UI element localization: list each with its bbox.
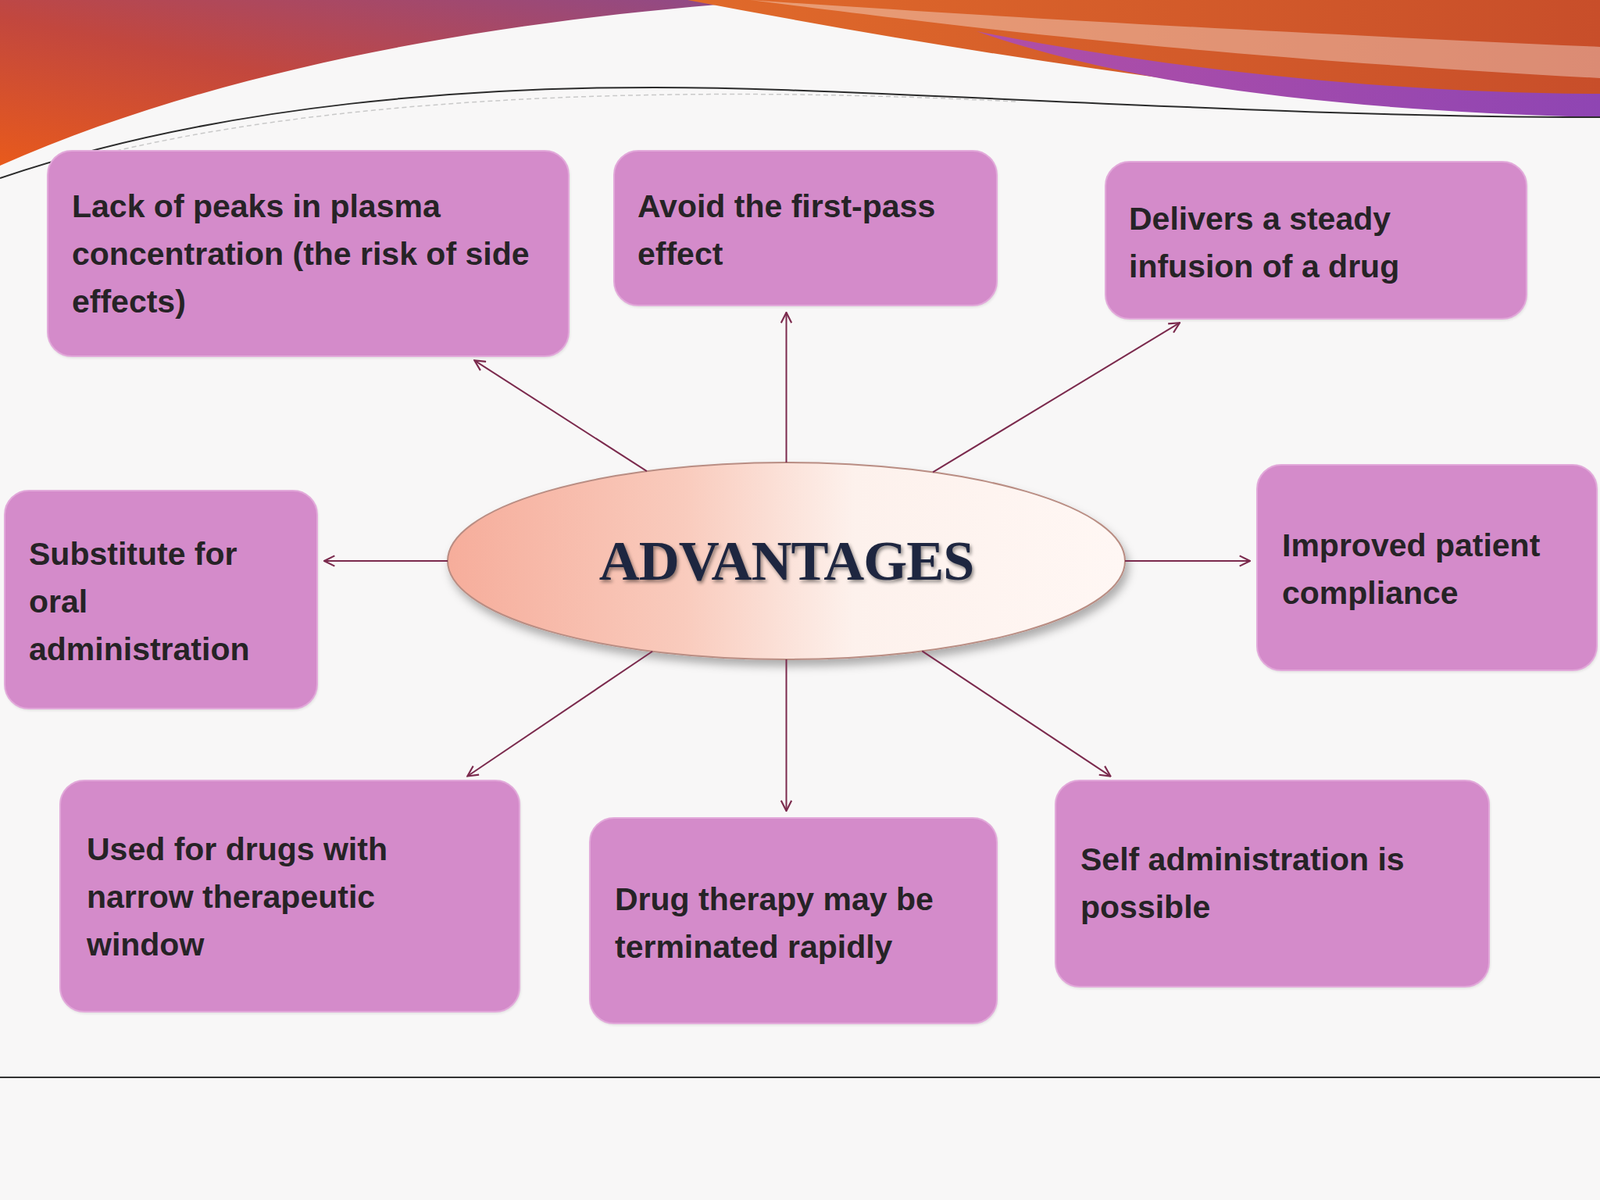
advantage-text: Avoid the first-pass effect [637, 182, 982, 279]
advantage-box: Improved patient compliance [1256, 464, 1598, 672]
header-swoosh [687, 0, 1600, 118]
advantage-text: Substitute for oral administration [28, 530, 279, 674]
advantage-text: Self administration is possible [1080, 835, 1440, 932]
arrow-connector [785, 659, 788, 811]
header-line [93, 94, 1016, 157]
advantage-text: Used for drugs with narrow therapeutic w… [86, 825, 439, 969]
footer-rule [0, 1076, 1600, 1079]
arrow-connector [932, 322, 1180, 472]
central-title: ADVANTAGES [446, 460, 1127, 661]
advantage-box: Self administration is possible [1054, 779, 1490, 988]
advantage-text: Delivers a steady infusion of a drug [1128, 195, 1473, 291]
advantage-text: Drug therapy may be terminated rapidly [614, 875, 959, 972]
arrow-connector [474, 360, 647, 472]
arrow-connector [921, 650, 1111, 776]
advantage-box: Used for drugs with narrow therapeutic w… [59, 779, 521, 1013]
advantage-box: Avoid the first-pass effect [613, 150, 998, 307]
header-swoosh [976, 31, 1600, 118]
advantage-box: Drug therapy may be terminated rapidly [589, 817, 998, 1025]
advantage-box: Lack of peaks in plasma concentration (t… [46, 150, 570, 358]
header-swoosh [0, 0, 782, 166]
arrow-connector [467, 651, 653, 777]
advantage-text: Lack of peaks in plasma concentration (t… [71, 182, 541, 326]
arrow-connector [324, 560, 448, 562]
advantage-text: Improved patient compliance [1282, 521, 1579, 618]
arrow-connector [1125, 560, 1250, 562]
central-ellipse: ADVANTAGES [446, 460, 1127, 661]
advantage-box: Substitute for oral administration [3, 489, 318, 710]
header-swoosh [750, 0, 1600, 79]
advantage-box: Delivers a steady infusion of a drug [1104, 160, 1528, 320]
arrow-connector [785, 312, 788, 463]
